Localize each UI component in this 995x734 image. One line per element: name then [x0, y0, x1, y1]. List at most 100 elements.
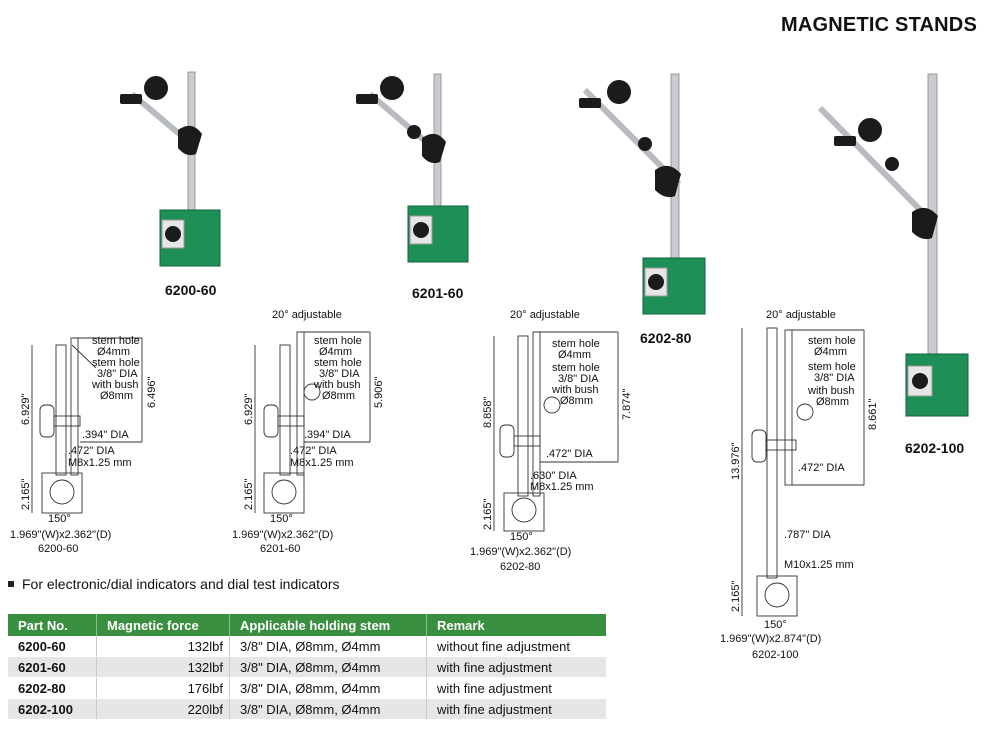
cell-stem: 3/8" DIA, Ø8mm, Ø4mm [229, 677, 427, 699]
cell-stem: 3/8" DIA, Ø8mm, Ø4mm [229, 656, 427, 678]
d6201-d8: Ø8mm [322, 390, 355, 402]
bullet-icon [8, 581, 14, 588]
d6202-100-d4: Ø4mm [814, 346, 847, 358]
d6201-h-arm: 5.906" [373, 376, 385, 408]
d6200-h-total: 6.929" [20, 393, 32, 425]
d6202-100-h-base: 2.165" [730, 580, 742, 612]
table-row: 6202-100 220lbf 3/8" DIA, Ø8mm, Ø4mm wit… [8, 698, 606, 720]
col-header-magnetic-force: Magnetic force [96, 614, 230, 636]
d6200-dia472: .472" DIA [68, 445, 115, 457]
d6201-adjustable: 20° adjustable [272, 309, 342, 321]
d6201-angle: 150° [270, 513, 293, 525]
cell-force: 176lbf [96, 677, 230, 699]
d6202-100-angle: 150° [764, 619, 787, 631]
d6200-thread: M8x1.25 mm [68, 457, 132, 469]
d6201-h-base: 2.165" [243, 478, 255, 510]
d6200-base: 1.969"(W)x2.362"(D) [10, 529, 111, 541]
cell-stem: 3/8" DIA, Ø8mm, Ø4mm [229, 636, 427, 657]
feature-note-text: For electronic/dial indicators and dial … [22, 576, 340, 592]
model-label-6200-60: 6200-60 [165, 282, 217, 298]
d6202-80-dia472: .472" DIA [546, 448, 593, 460]
d6202-80-thread: M8x1.25 mm [530, 481, 594, 493]
table-row: 6200-60 132lbf 3/8" DIA, Ø8mm, Ø4mm with… [8, 636, 606, 657]
d6202-80-model: 6202-80 [500, 561, 540, 573]
cell-remark: with fine adjustment [426, 677, 606, 699]
table-header-row: Part No. Magnetic force Applicable holdi… [8, 614, 606, 636]
cell-remark: with fine adjustment [426, 656, 606, 678]
model-label-6201-60: 6201-60 [412, 285, 464, 301]
cell-force: 220lbf [96, 698, 230, 720]
d6202-80-adjustable: 20° adjustable [510, 309, 580, 321]
model-label-6202-100: 6202-100 [905, 440, 965, 456]
d6200-d8: Ø8mm [100, 390, 133, 402]
cell-part: 6200-60 [8, 636, 97, 657]
d6202-80-with-bush: with bush [551, 384, 598, 396]
d6202-100-dia38: 3/8" DIA [814, 372, 855, 384]
d6201-h-total: 6.929" [243, 393, 255, 425]
d6202-80-base: 1.969"(W)x2.362"(D) [470, 546, 571, 558]
cell-part: 6202-80 [8, 677, 97, 699]
d6200-d4: Ø4mm [97, 346, 130, 358]
d6201-d4: Ø4mm [319, 346, 352, 358]
d6202-100-base: 1.969"(W)x2.874"(D) [720, 633, 821, 645]
cell-force: 132lbf [96, 656, 230, 678]
d6202-80-dia38: 3/8" DIA [558, 373, 599, 385]
d6202-100-stem-hole-2: stem hole [808, 361, 856, 373]
d6202-100-dia787: .787" DIA [784, 529, 831, 541]
col-header-holding-stem: Applicable holding stem [229, 614, 427, 636]
d6202-80-dia630: .630" DIA [530, 470, 577, 482]
d6200-with-bush: with bush [91, 379, 138, 391]
d6200-h-base: 2.165" [20, 478, 32, 510]
d6201-dia394: .394" DIA [304, 429, 351, 441]
table-row: 6201-60 132lbf 3/8" DIA, Ø8mm, Ø4mm with… [8, 656, 606, 678]
d6200-angle: 150° [48, 513, 71, 525]
d6202-100-model: 6202-100 [752, 649, 799, 661]
model-label-6202-80: 6202-80 [640, 330, 692, 346]
d6202-80-h-arm: 7.874" [621, 388, 633, 420]
page-title: MAGNETIC STANDS [781, 14, 977, 36]
d6202-80-angle: 150° [510, 531, 533, 543]
table-row: 6202-80 176lbf 3/8" DIA, Ø8mm, Ø4mm with… [8, 677, 606, 699]
d6200-h-arm: 6.496" [146, 376, 158, 408]
cell-force: 132lbf [96, 636, 230, 657]
d6202-100-dia472: .472" DIA [798, 462, 845, 474]
d6200-dia38: 3/8" DIA [97, 368, 138, 380]
d6202-80-d4: Ø4mm [558, 349, 591, 361]
product-photo-6202-80 [579, 73, 706, 315]
d6202-80-stem-hole-1: stem hole [552, 338, 600, 350]
d6202-80-h-total: 8.858" [482, 396, 494, 428]
d6202-80-h-base: 2.165" [482, 498, 494, 530]
cell-part: 6202-100 [8, 698, 97, 720]
d6200-model: 6200-60 [38, 543, 78, 555]
cell-remark: without fine adjustment [426, 636, 606, 657]
d6202-100-stem-hole-1: stem hole [808, 335, 856, 347]
cell-stem: 3/8" DIA, Ø8mm, Ø4mm [229, 698, 427, 720]
col-header-remark: Remark [426, 614, 606, 636]
feature-note: For electronic/dial indicators and dial … [8, 576, 340, 592]
d6200-stem-hole-2: stem hole [92, 357, 140, 369]
d6201-stem-hole-1: stem hole [314, 335, 362, 347]
d6202-80-stem-hole-2: stem hole [552, 362, 600, 374]
d6201-thread: M8x1.25 mm [290, 457, 354, 469]
cell-part: 6201-60 [8, 656, 97, 678]
d6201-base: 1.969"(W)x2.362"(D) [232, 529, 333, 541]
d6202-100-adjustable: 20° adjustable [766, 309, 836, 321]
d6201-dia38: 3/8" DIA [319, 368, 360, 380]
d6202-80-d8: Ø8mm [560, 395, 593, 407]
d6200-dia394: .394" DIA [82, 429, 129, 441]
d6201-stem-hole-2: stem hole [314, 357, 362, 369]
spec-table: Part No. Magnetic force Applicable holdi… [8, 614, 606, 720]
d6202-100-with-bush: with bush [807, 385, 854, 397]
d6201-model: 6201-60 [260, 543, 300, 555]
d6201-with-bush: with bush [313, 379, 360, 391]
product-photo-6200-60 [120, 71, 221, 267]
d6202-100-h-total: 13.976" [730, 442, 742, 480]
d6202-100-d8: Ø8mm [816, 396, 849, 408]
d6201-dia472: .472" DIA [290, 445, 337, 457]
product-photo-6202-100 [817, 73, 969, 417]
d6200-stem-hole-1: stem hole [92, 335, 140, 347]
d6202-100-h-arm: 8.661" [867, 398, 879, 430]
product-photo-6201-60 [356, 73, 469, 263]
d6202-100-thread: M10x1.25 mm [784, 559, 854, 571]
